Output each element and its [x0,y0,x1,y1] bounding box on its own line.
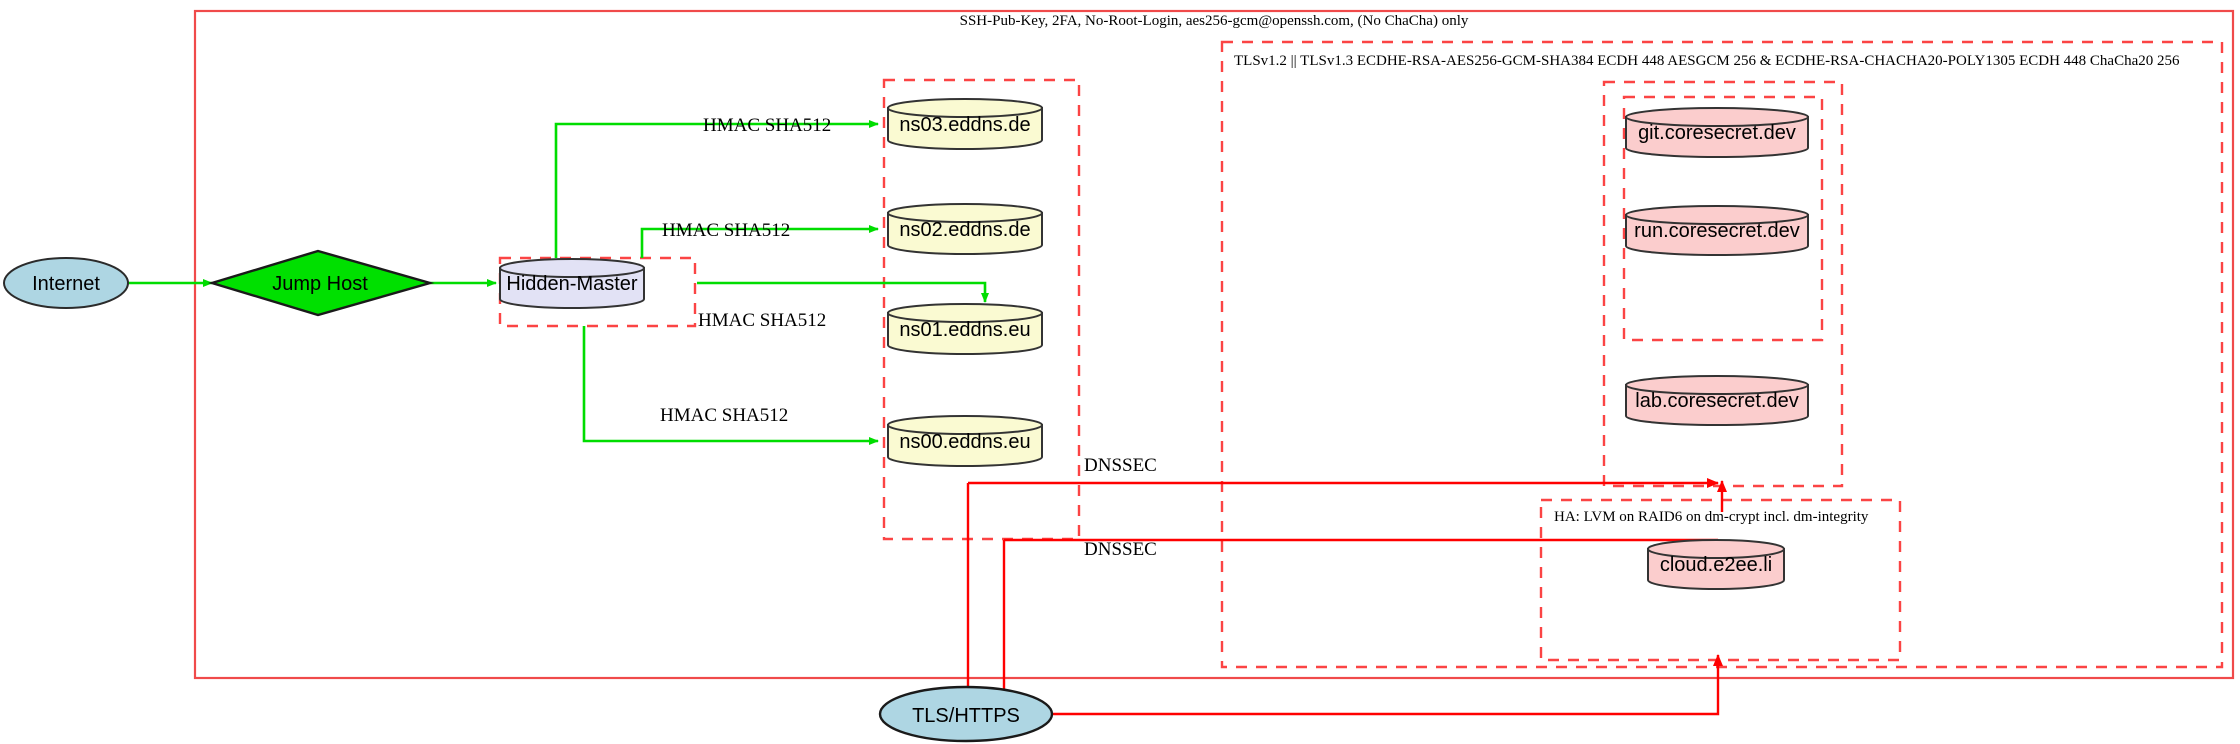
cluster-nameservers [882,78,1081,541]
node-ns01-label: ns01.eddns.eu [899,319,1030,341]
node-cloud-e2ee[interactable]: cloud.e2ee.li [1647,539,1785,590]
node-jump-host[interactable]: Jump Host [207,249,435,317]
node-lab-coresecret[interactable]: lab.coresecret.dev [1625,375,1809,426]
node-ns02-label: ns02.eddns.de [899,219,1030,241]
edge-label-dnssec-lower: DNSSEC [1084,539,1157,560]
node-cloud-body [1647,548,1785,590]
node-internet-label: Internet [32,273,100,295]
cluster-tls-label: TLSv1.2 || TLSv1.3 ECDHE-RSA-AES256-GCM-… [1234,53,2180,69]
node-run-body [1625,214,1809,256]
edge-label-hmac-ns03: HMAC SHA512 [703,115,831,136]
node-ns02-body [887,212,1043,255]
cluster-ssh-boundary [193,9,2235,680]
node-hidden-master-label: Hidden-Master [506,273,638,295]
node-ns00-label: ns00.eddns.eu [899,431,1030,453]
node-ns01[interactable]: ns01.eddns.eu [887,303,1043,355]
node-ns03[interactable]: ns03.eddns.de [887,98,1043,150]
node-jump-host-label: Jump Host [272,273,368,295]
node-ns03-top [887,98,1043,118]
node-tls-https-label: TLS/HTTPS [912,705,1020,727]
node-lab-label: lab.coresecret.dev [1635,390,1798,412]
node-internet-shape [3,257,129,309]
node-git-top [1625,107,1809,127]
node-git-body [1625,116,1809,158]
edge-tlshttps-to-cloud [1052,654,1723,716]
node-run-coresecret[interactable]: run.coresecret.dev [1625,205,1809,256]
cluster-tls [1220,40,2224,669]
node-git-coresecret[interactable]: git.coresecret.dev [1625,107,1809,158]
node-jump-host-shape [207,249,435,317]
edge-hiddenmaster-ns00 [582,326,879,445]
node-hidden-master-body [499,267,645,309]
node-internet[interactable]: Internet [3,257,129,309]
node-git-label: git.coresecret.dev [1638,122,1796,144]
node-lab-body [1625,384,1809,426]
node-hidden-master-top [499,258,645,278]
node-run-top [1625,205,1809,225]
edge-hiddenmaster-ns03 [554,120,879,258]
node-ns00-body [887,424,1043,467]
node-ns02[interactable]: ns02.eddns.de [887,203,1043,255]
cluster-ha-label: HA: LVM on RAID6 on dm-crypt incl. dm-in… [1554,509,1869,525]
node-ns03-label: ns03.eddns.de [899,114,1030,136]
edge-label-hmac-ns01: HMAC SHA512 [698,310,826,331]
node-ns01-body [887,312,1043,355]
cluster-hidden-master [498,256,697,328]
node-ns00[interactable]: ns00.eddns.eu [887,415,1043,467]
node-cloud-label: cloud.e2ee.li [1660,554,1772,576]
node-lab-top [1625,375,1809,395]
node-ns03-body [887,107,1043,150]
edge-hiddenmaster-ns01 [697,281,989,303]
edge-label-hmac-ns02: HMAC SHA512 [662,220,790,241]
edge-label-dnssec-upper: DNSSEC [1084,455,1157,476]
edge-label-hmac-ns00: HMAC SHA512 [660,405,788,426]
node-hidden-master[interactable]: Hidden-Master [499,258,645,309]
node-ns02-top [887,203,1043,223]
cluster-ssh-label: SSH-Pub-Key, 2FA, No-Root-Login, aes256-… [960,13,1469,29]
node-ns01-top [887,303,1043,323]
edge-hiddenmaster-ns02 [640,225,879,258]
cluster-coresecret-inner [1622,95,1824,342]
node-tls-https[interactable]: TLS/HTTPS [878,685,1054,743]
node-cloud-top [1647,539,1785,559]
node-ns00-top [887,415,1043,435]
node-tls-https-shape [878,685,1054,743]
node-run-label: run.coresecret.dev [1634,220,1800,242]
